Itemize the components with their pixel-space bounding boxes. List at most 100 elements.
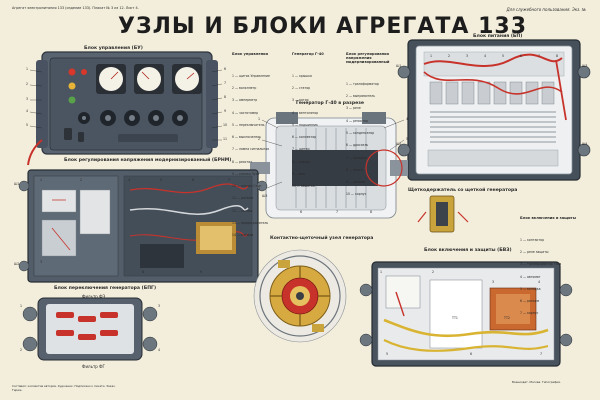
callout-number: 3 [258, 187, 261, 191]
legend-item: 8 — корпус [292, 159, 311, 164]
caption-filter-fg: Фильтр ФГ [82, 364, 105, 369]
legend-item: 6 — дроссель [346, 143, 369, 148]
legend-item: 4 — вентилятор [292, 110, 319, 115]
signal-lamp-icon [68, 96, 76, 104]
callout-number: 1 [430, 54, 433, 58]
callout-number: 8 [370, 210, 373, 214]
legend-protection: Блок включения и защиты 1 — контактор 2 … [520, 208, 590, 332]
legend-item: 3 — реле [346, 106, 361, 111]
callout-number: 2 [20, 348, 23, 352]
callout-number: 4 [128, 178, 131, 182]
caption-control-block: Блок управления (БУ) [84, 46, 143, 51]
legend-title: Блок включения и защиты [520, 216, 576, 221]
callout-number: 7 [540, 352, 543, 356]
callout-number: 2 [432, 270, 435, 274]
callout-number: 9 [200, 270, 203, 274]
legend-item: 1 — щиток Управление [232, 73, 270, 78]
connector-label: Ш3 [582, 64, 588, 68]
legend-item: 12 — колпак [232, 208, 253, 213]
callout-number: 5 [502, 54, 505, 58]
caption-generator: Генератор Г-40 в разрезе [296, 101, 365, 106]
connector-label: Ш3 [262, 194, 268, 198]
callout-number: 2 [26, 82, 29, 86]
legend-item: 2 — статор [292, 85, 311, 90]
callout-number: 11 [223, 137, 228, 141]
signal-lamp-icon [68, 68, 76, 76]
component-label: ТТ1 [452, 316, 458, 320]
legend-list: 1 — трансформатор 2 — выпрямитель 3 — ре… [346, 74, 404, 205]
top-left-note: Агрегат электропитания 133 (изделие 133)… [12, 6, 139, 10]
legend-title: Генератор Г-40 [292, 52, 324, 57]
caption-switch-block: Блок переключения генератора (БПГ) [54, 286, 157, 291]
control-block-illustration [27, 51, 223, 166]
legend-item: 6 — выключатель [232, 135, 261, 140]
terminal-box [362, 112, 386, 124]
protection-block-illustration [359, 261, 573, 367]
callout-number: 1 [20, 304, 23, 308]
legend-item: 7 — корпус [520, 311, 539, 316]
legend-item: 4 — автомат [520, 274, 541, 279]
callout-number: 3 [158, 304, 161, 308]
legend-title: Блок регулирования напряжения модернизир… [346, 52, 390, 65]
caption-filter-fe: Фильтр ФЭ [82, 294, 106, 299]
legend-item: 3 — ротор [292, 98, 309, 103]
callout-number: 6 [192, 178, 195, 182]
legend-item: 1 — крышка [292, 73, 312, 78]
callout-number: 1 [26, 67, 29, 71]
callout-number: 1 [380, 270, 383, 274]
callout-number: 10 [223, 123, 228, 127]
generator-illustration [250, 112, 408, 219]
legend-item: 6 — коллектор [292, 135, 317, 140]
legend-item: 2 — вольтметр [232, 85, 257, 90]
regulator-block-illustration [18, 169, 268, 283]
callout-number: 9 [224, 109, 227, 113]
legend-item: 2 — реле защиты [520, 249, 549, 254]
legend-item: 5 — подшипник [292, 122, 318, 127]
brush-holder-illustration [417, 195, 469, 233]
legend-list: 1 — крышка 2 — статор 3 — ротор 4 — вент… [292, 65, 344, 196]
legend-item: 9 — разъем [346, 180, 365, 185]
callout-number: 7 [224, 81, 227, 85]
callout-number: 7 [228, 178, 231, 182]
signal-lamp-icon [68, 82, 76, 90]
callout-number: 3 [26, 97, 29, 101]
connector-label: Ш1 [396, 64, 402, 68]
connector-label: Ш4 [582, 142, 588, 146]
connector-label: Ш2 [14, 262, 20, 266]
legend-item: 3 — амперметр [232, 98, 258, 103]
callout-number: 1 [40, 178, 43, 182]
caption-protection-block: Блок включения и защиты (БВЗ) [424, 248, 512, 253]
legend-regulator: Блок регулирования напряжения модернизир… [346, 44, 404, 213]
callout-number: 6 [300, 210, 303, 214]
legend-item: 7 — лампа сигнальная [232, 147, 269, 152]
ammeter-gauge [134, 64, 164, 94]
callout-number: 8 [142, 270, 145, 274]
callout-number: 5 [386, 352, 389, 356]
legend-item: 11 — разъем [232, 196, 253, 201]
terminal-box [276, 112, 298, 124]
legend-item: 6 — разъем [520, 299, 539, 304]
footer-right-note: Воениздат. Москва. Типография. [512, 380, 561, 384]
legend-item: 14 — клемма [232, 233, 254, 238]
legend-item: 8 — плата [346, 167, 363, 172]
legend-item: 8 — реостат [232, 159, 252, 164]
legend-item: 2 — выпрямитель [346, 94, 375, 99]
callout-number: 8 [556, 54, 559, 58]
callout-number: 2 [258, 137, 261, 141]
legend-title: Блок управления [232, 52, 269, 57]
component-label: ТТ2 [504, 316, 510, 320]
legend-item: 1 — трансформатор [346, 81, 379, 86]
legend-generator: Генератор Г-40 1 — крышка 2 — статор 3 —… [292, 44, 344, 205]
legend-item: 5 — конденсатор [346, 130, 375, 135]
callout-number: 7 [336, 210, 339, 214]
legend-item: 4 — частотомер [232, 110, 259, 115]
caption-power-block: Блок питания (БП) [473, 34, 523, 39]
legend-item: 5 — колодка [520, 286, 541, 291]
legend-list: 1 — контактор 2 — реле защиты 3 — трансф… [520, 229, 590, 323]
callout-number: 2 [80, 178, 83, 182]
callout-number: 4 [158, 348, 161, 352]
callout-number: 2 [448, 54, 451, 58]
footer-left-note: Составил: коллектив авторов. Художник. П… [12, 384, 116, 392]
